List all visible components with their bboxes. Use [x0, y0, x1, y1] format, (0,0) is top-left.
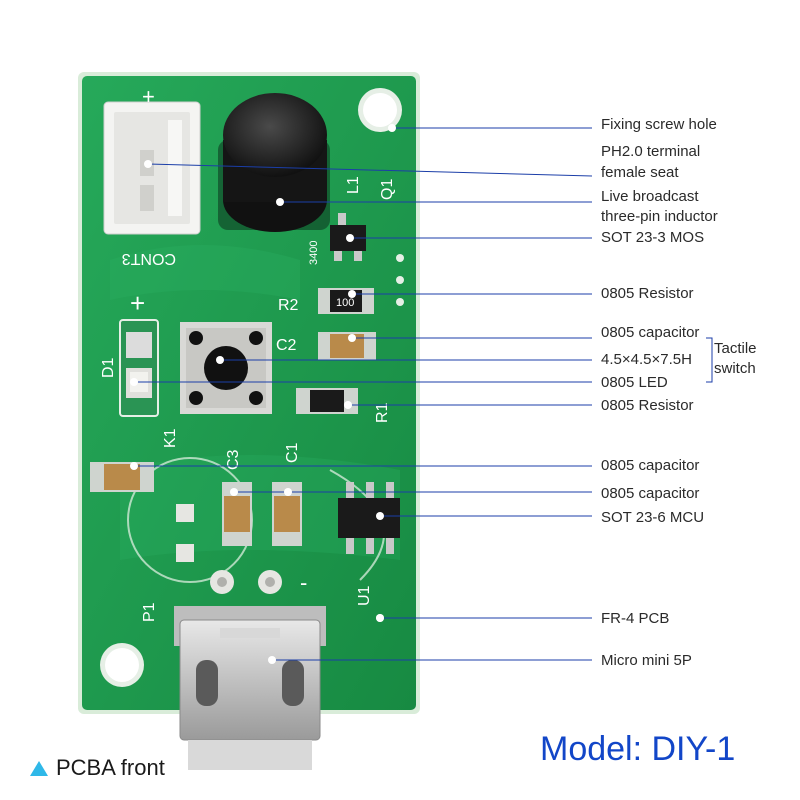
mcu-chip	[338, 482, 400, 554]
ph-terminal	[103, 101, 201, 235]
capacitor-c2	[318, 332, 376, 360]
label-resistor-bottom: 0805 Resistor	[601, 397, 694, 414]
silk-cont: CONT3	[122, 250, 176, 267]
label-usb: Micro mini 5P	[601, 652, 692, 669]
screw-hole-bottom	[100, 643, 144, 687]
silk-plus: +	[130, 288, 145, 318]
label-capacitor-mid: 0805 capacitor	[601, 485, 700, 502]
silk-plus-top: +	[142, 84, 155, 109]
label-tactile-1: Tactile	[714, 340, 757, 357]
silk-d1: D1	[100, 357, 117, 378]
label-screw-hole: Fixing screw hole	[601, 116, 717, 133]
micro-usb	[174, 606, 326, 770]
silk-c1: C1	[284, 442, 301, 463]
callout-lines	[134, 127, 593, 661]
screw-hole-top	[358, 88, 402, 132]
label-inductor-1: Live broadcast	[601, 188, 699, 205]
silk-p1: P1	[141, 602, 158, 622]
silk-r2: R2	[278, 297, 299, 314]
silk-resistor-marking: 100	[336, 297, 354, 309]
silk-k1: K1	[162, 428, 179, 448]
callout-dots	[130, 124, 396, 664]
footer-view: PCBA front	[30, 755, 165, 781]
silk-l1: L1	[345, 176, 362, 194]
silk-u1: U1	[356, 585, 373, 606]
label-switch-size: 4.5×4.5×7.5H	[601, 351, 692, 368]
label-led: 0805 LED	[601, 374, 668, 391]
label-mos: SOT 23-3 MOS	[601, 229, 705, 246]
inductor	[218, 93, 330, 232]
label-tactile-2: switch	[714, 360, 756, 377]
label-ph-terminal-1: PH2.0 terminal	[601, 143, 701, 160]
tactile-bracket	[706, 337, 713, 383]
label-capacitor-left: 0805 capacitor	[601, 457, 700, 474]
led-d1	[119, 319, 159, 417]
silk-minus: -	[300, 570, 307, 595]
label-capacitor-top: 0805 capacitor	[601, 324, 700, 341]
model-label: Model: DIY-1	[540, 730, 736, 768]
silk-c2: C2	[276, 337, 297, 354]
footer-view-label: PCBA front	[56, 755, 165, 780]
resistor-r1	[296, 388, 358, 414]
label-pcb: FR-4 PCB	[601, 610, 670, 627]
solder-pads	[176, 254, 404, 622]
label-resistor-top: 0805 Resistor	[601, 285, 694, 302]
label-mcu: SOT 23-6 MCU	[601, 509, 705, 526]
triangle-icon	[30, 760, 48, 776]
silk-q1: Q1	[379, 179, 396, 200]
silk-mos-marking: 3400	[308, 241, 320, 265]
silk-c3: C3	[225, 449, 242, 470]
label-inductor-2: three-pin inductor	[601, 208, 718, 225]
silk-r1: R1	[374, 402, 391, 423]
label-ph-terminal-2: female seat	[601, 164, 679, 181]
tactile-switch	[180, 322, 272, 414]
